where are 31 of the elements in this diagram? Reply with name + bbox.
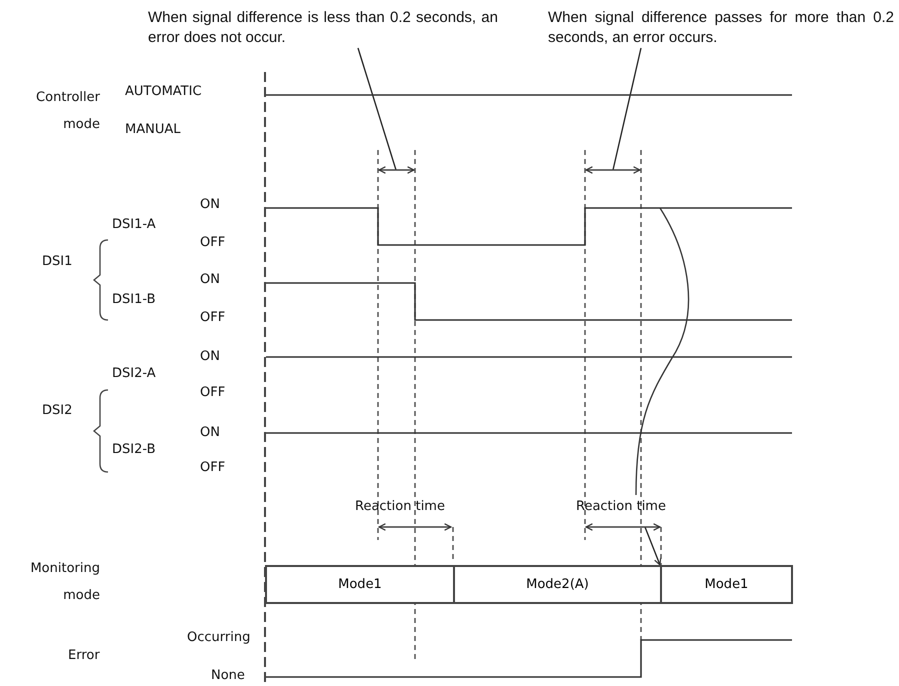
signal-label: DSI2-A [112,366,156,382]
signal-label: Controller mode [35,89,100,134]
signal-label: DSI1-B [112,292,156,308]
state-label: ON [200,349,220,365]
state-label: OFF [200,460,226,476]
mode-segment: Mode1 [660,565,793,604]
state-label: None [211,668,245,684]
arrow [644,526,662,566]
state-label: ON [200,272,220,288]
group-label: DSI1 [42,254,72,270]
annotation-text: When signal difference is less than 0.2 seconds, an error does not occur. [148,8,498,48]
group-label: DSI2 [42,403,72,419]
signal-label: Error [68,648,100,664]
mode-segment: Mode1 [265,565,455,604]
state-label: OFF [200,310,226,326]
state-label: OFF [200,385,226,401]
signal-label: AUTOMATIC [125,84,202,100]
mode-segment: Mode2(A) [453,565,662,604]
time-label: Reaction time [576,499,666,515]
signal-label: DSI2-B [112,442,156,458]
signal-label: Monitoring mode [29,560,100,605]
state-label: ON [200,425,220,441]
annotation-text: When signal difference passes for more than 0.2 seconds, an error occurs. [548,8,894,48]
leader-line [357,48,397,170]
signal-label: DSI1-A [112,217,156,233]
state-label: Occurring [187,630,250,646]
leader-line [612,48,642,170]
state-label: ON [200,197,220,213]
signal-label: MANUAL [125,122,180,138]
state-label: OFF [200,235,226,251]
time-label: Reaction time [355,499,445,515]
